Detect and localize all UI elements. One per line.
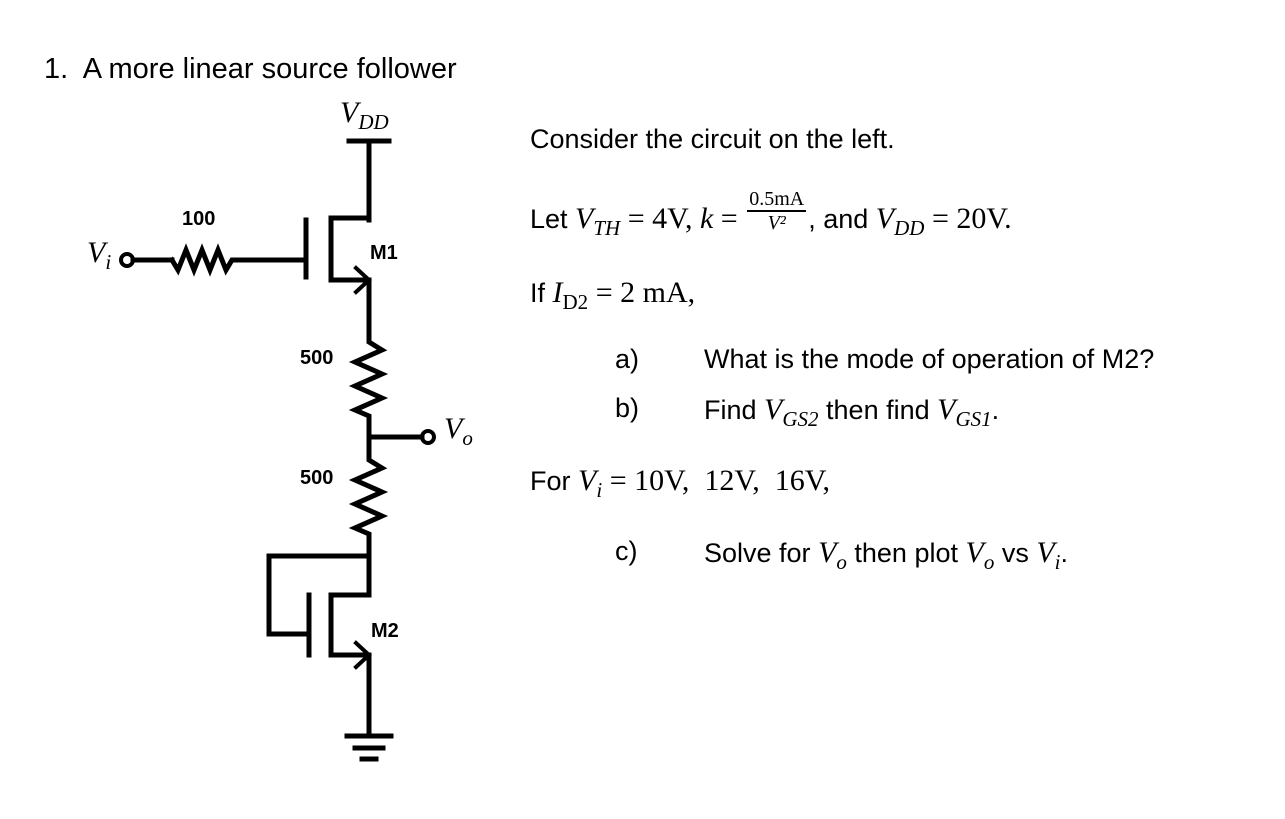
question-a-text: What is the mode of operation of M2?: [704, 344, 1155, 374]
ground-icon: [344, 733, 394, 762]
m1-label: M1: [370, 242, 398, 264]
vo-label: Vo: [444, 412, 473, 450]
nmos-transistor-m2-icon: [266, 553, 372, 738]
input-terminal-icon: [119, 252, 175, 268]
question-a-label: a): [615, 344, 640, 374]
lower-resistor-value: 500: [300, 467, 334, 489]
vdd-rail-icon: [346, 138, 392, 223]
output-terminal-icon: [366, 429, 436, 445]
question-c-label: c): [615, 536, 638, 566]
question-b-label: b): [615, 393, 640, 423]
problem-title-text: A more linear source follower: [82, 53, 457, 85]
intro-text: Consider the circuit on the left.: [530, 124, 895, 154]
nmos-transistor-m1-icon: [303, 215, 372, 343]
sweep-text: For Vi = 10V, 12V, 16V,: [530, 464, 830, 502]
vdd-label: VDD: [340, 96, 389, 134]
vi-label: Vi: [87, 236, 112, 274]
question-c-text: Solve for Vo then plot Vo vs Vi.: [704, 536, 1069, 574]
problem-number: 1.: [44, 53, 69, 85]
upper-resistor-icon: [348, 337, 389, 440]
lower-resistor-icon: [348, 434, 389, 559]
circuit-schematic: [119, 138, 436, 762]
question-b-text: Find VGS2 then find VGS1.: [704, 393, 1000, 431]
gate-resistor-value: 100: [182, 208, 216, 230]
upper-resistor-value: 500: [300, 347, 334, 369]
condition-text: If ID2 = 2 mA,: [530, 276, 696, 314]
gate-resistor-icon: [168, 243, 308, 277]
problem-title: 1. A more linear source follower: [44, 53, 457, 86]
m2-label: M2: [371, 620, 399, 642]
